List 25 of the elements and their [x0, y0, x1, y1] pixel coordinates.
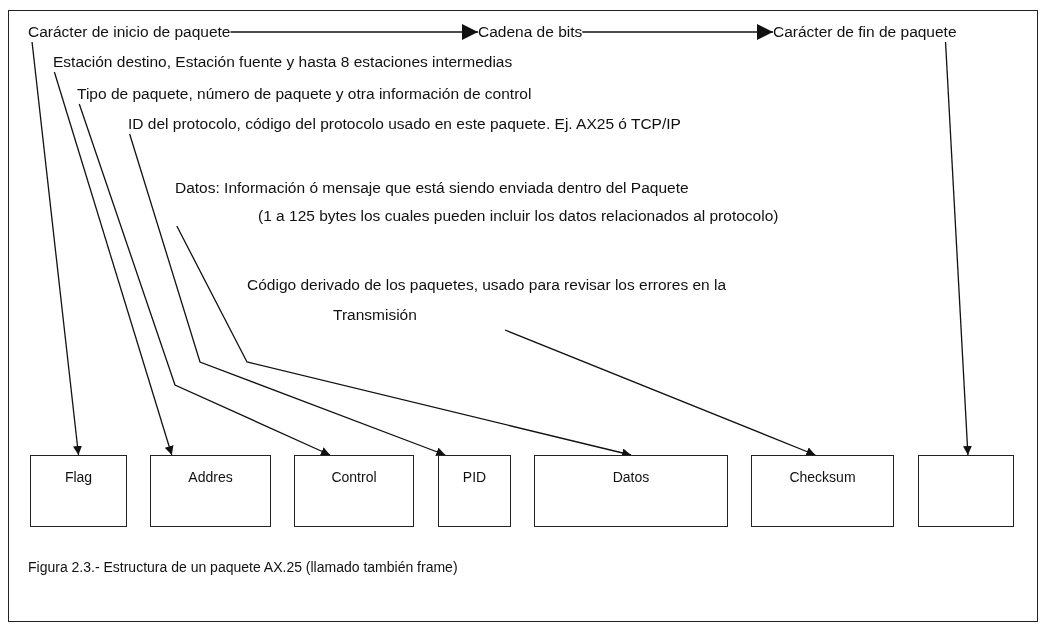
- leader-line: [504, 329, 816, 456]
- leader-line: [78, 103, 331, 456]
- field-box: Datos: [534, 455, 728, 527]
- arrow: [229, 24, 479, 40]
- callout-text: (1 a 125 bytes los cuales pueden incluir los datos relacionados al protocolo): [258, 206, 779, 226]
- leader-line: [129, 133, 446, 456]
- field-box: [918, 455, 1014, 527]
- callout-text: Cadena de bits: [478, 22, 583, 42]
- callout-text: Carácter de fin de paquete: [773, 22, 957, 42]
- field-box: Addres: [150, 455, 271, 527]
- callout-text: Estación destino, Estación fuente y hasta 8 estaciones intermedias: [53, 52, 513, 72]
- field-box: PID: [438, 455, 511, 527]
- callout-text: Código derivado de los paquetes, usado para revisar los errores en la Transmisión: [247, 270, 763, 330]
- figure-caption: Figura 2.3.- Estructura de un paquete AX.25 (llamado también frame): [28, 559, 458, 575]
- callout-text: Datos: Información ó mensaje que está siendo enviada dentro del Paquete: [175, 178, 690, 198]
- callout-text: Tipo de paquete, número de paquete y otra información de control: [77, 84, 532, 104]
- field-box: Flag: [30, 455, 127, 527]
- leader-line: [944, 41, 972, 456]
- leader-line: [53, 71, 174, 456]
- callout-text: Carácter de inicio de paquete: [28, 22, 231, 42]
- callout-text: ID del protocolo, código del protocolo usado en este paquete. Ej. AX25 ó TCP/IP: [128, 114, 681, 134]
- field-box: Control: [294, 455, 414, 527]
- leader-line: [31, 41, 82, 456]
- field-box: Checksum: [751, 455, 894, 527]
- arrow: [581, 24, 774, 40]
